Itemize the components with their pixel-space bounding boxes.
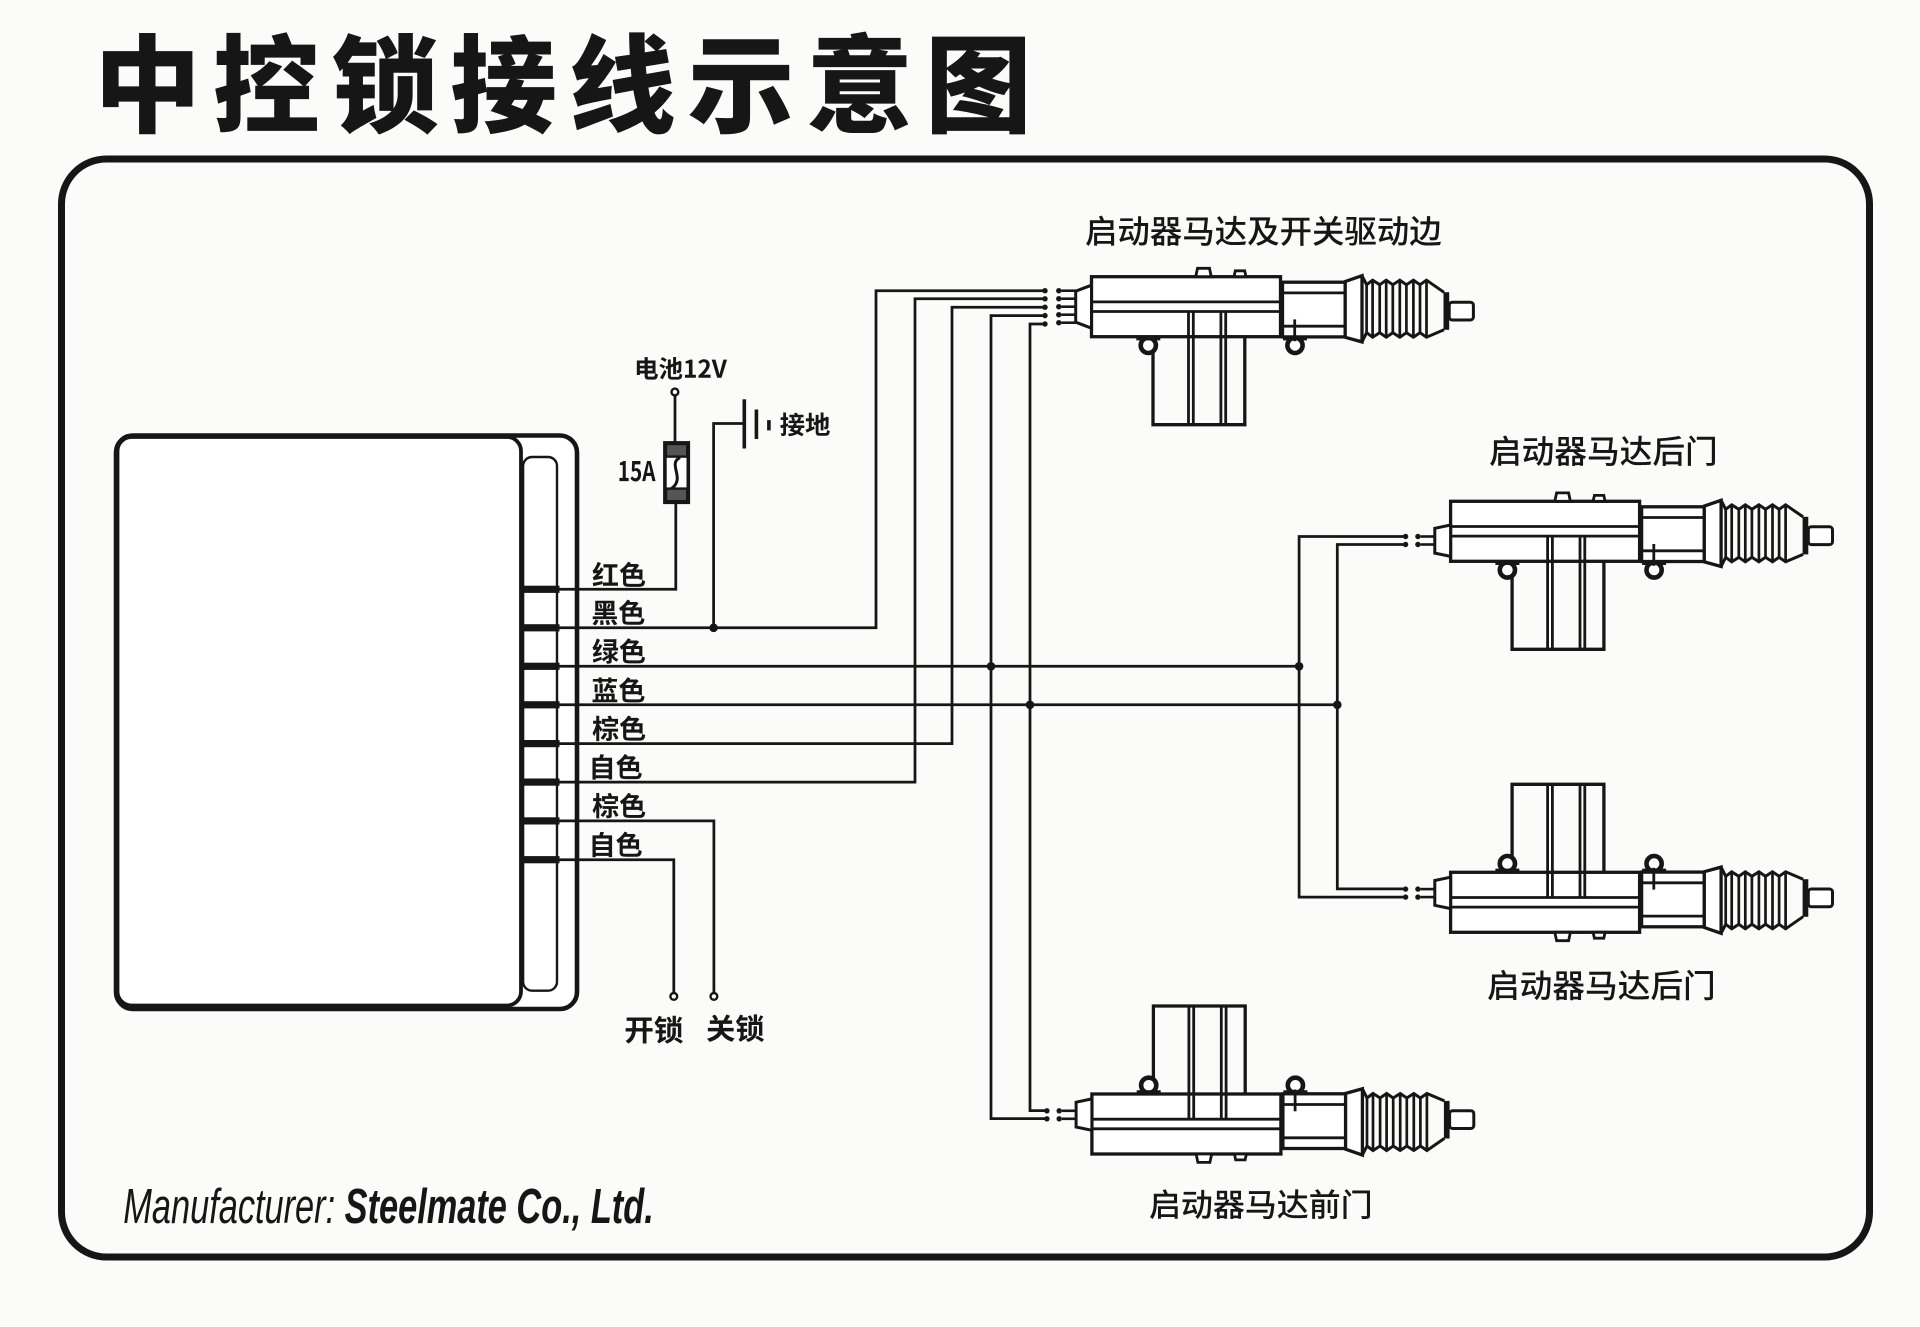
- svg-text:Manufacturer: Steelmate Co., L: Manufacturer: Steelmate Co., Ltd.: [123, 1179, 653, 1233]
